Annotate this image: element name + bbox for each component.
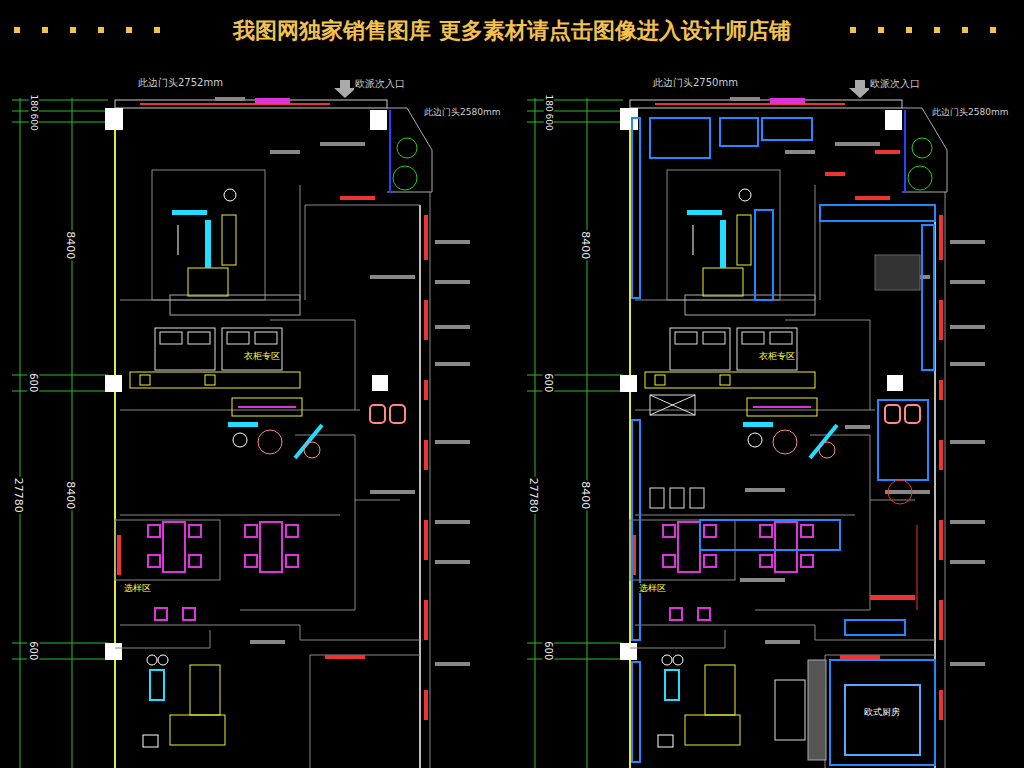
dimension: 8400 [64, 480, 77, 510]
plan-right-furniture [632, 118, 935, 765]
dimension: 600 [543, 640, 555, 661]
plan-right-details [650, 255, 920, 760]
plan-left [12, 80, 470, 768]
area-name: 衣柜专区 [243, 351, 281, 361]
plan-right-note-bars [740, 425, 870, 582]
plan-right [527, 80, 985, 768]
entrance-note: 欧派次入口 [354, 78, 406, 90]
dimension: 600 [543, 113, 553, 132]
dimension: 180 [28, 94, 38, 113]
dimension: 27780 [11, 477, 24, 514]
dimension: 8400 [579, 230, 592, 260]
dimension: 600 [28, 372, 40, 393]
door-note: 此边门头2580mm [423, 107, 501, 117]
banner-title: 我图网独家销售图库 更多素材请点击图像进入设计师店铺 [229, 16, 795, 46]
plan-right-red-marks [825, 150, 915, 600]
dimension: 600 [28, 113, 38, 132]
dimension: 180 [543, 94, 553, 113]
door-note: 此边门头2752mm [137, 77, 224, 89]
dimension: 600 [543, 372, 555, 393]
area-name: 欧式厨房 [863, 707, 901, 717]
area-name: 选样区 [638, 583, 667, 593]
area-name: 衣柜专区 [758, 351, 796, 361]
door-note: 此边门头2580mm [931, 107, 1009, 117]
area-name: 选样区 [123, 583, 152, 593]
entrance-note: 欧派次入口 [869, 78, 921, 90]
dimension: 8400 [579, 480, 592, 510]
dimension: 600 [28, 640, 40, 661]
dimension: 27780 [526, 477, 539, 514]
dimension: 8400 [64, 230, 77, 260]
door-note: 此边门头2750mm [652, 77, 739, 89]
